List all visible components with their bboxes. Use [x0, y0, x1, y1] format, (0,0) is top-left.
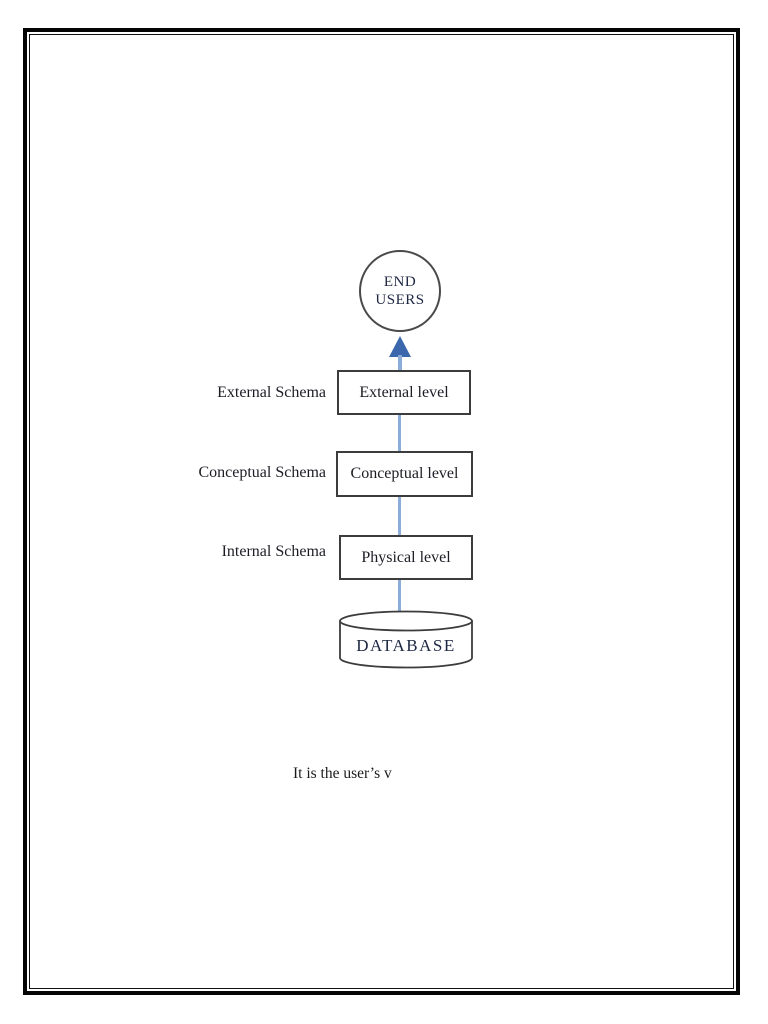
cylinder-body	[339, 621, 473, 669]
conceptual-schema-label: Conceptual Schema	[198, 464, 326, 481]
connector-external-conceptual	[398, 415, 401, 452]
database-label: DATABASE	[356, 636, 456, 655]
external-schema-label: External Schema	[217, 384, 326, 401]
database-cylinder	[339, 610, 473, 669]
page-border-frame	[23, 28, 740, 995]
external-level-box: External level	[337, 370, 471, 415]
internal-schema-label: Internal Schema	[221, 543, 326, 560]
end-users-label: END USERS	[375, 274, 425, 308]
arrow-shaft	[398, 355, 402, 371]
page-border-inner-rule	[29, 34, 734, 989]
conceptual-level-box: Conceptual level	[336, 451, 473, 497]
arrow-up-icon	[389, 336, 411, 357]
caption-text: It is the user’s v	[293, 765, 392, 782]
end-users-circle: END USERS	[359, 250, 441, 332]
connector-conceptual-physical	[398, 496, 401, 536]
connector-physical-database	[398, 579, 401, 618]
external-level-label: External level	[359, 383, 449, 401]
cylinder-top-ellipse	[339, 610, 473, 632]
conceptual-level-label: Conceptual level	[350, 465, 459, 482]
physical-level-label: Physical level	[361, 548, 451, 566]
physical-level-box: Physical level	[339, 535, 473, 580]
